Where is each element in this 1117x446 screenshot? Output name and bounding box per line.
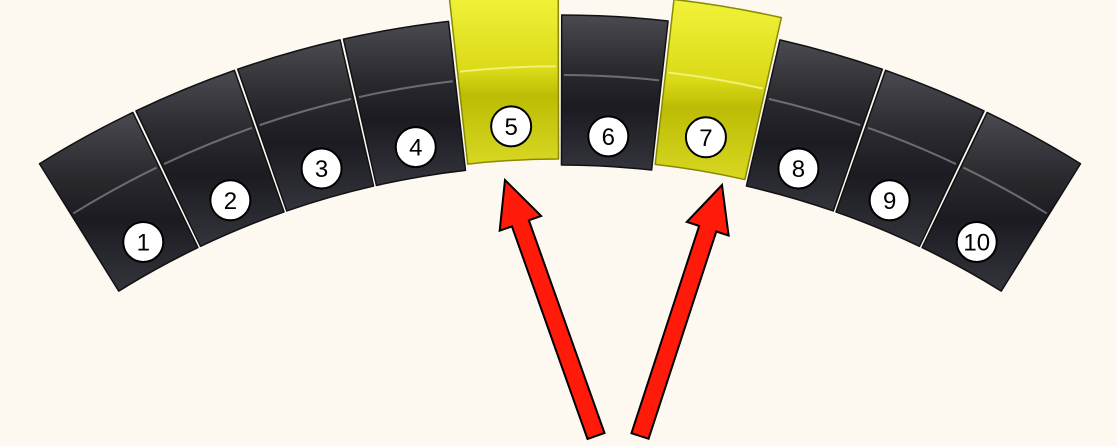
segment-1-ridge [72,166,158,215]
segment-10-label: 10 [963,229,990,256]
segment-10-label-circle [955,220,998,263]
segment-7: 7 [654,0,783,181]
arrow-to-segment-7 [630,182,730,441]
segment-9-label-circle [868,179,911,222]
segment-2-ridge [163,126,253,165]
segment-10: 10 [921,111,1082,292]
segment-5: 5 [448,0,560,165]
segment-1: 1 [38,111,199,292]
segment-3: 3 [236,39,375,212]
segment-5-label-circle [490,105,533,148]
segment-4: 4 [342,20,467,187]
segment-ring: 1 2 3 4 5 6 [38,0,1082,292]
segment-1-label: 1 [137,229,150,256]
segment-6-label-circle [587,115,630,158]
segment-9-label: 9 [883,188,896,215]
segment-6: 6 [560,14,669,171]
segment-4-ridge [358,80,453,99]
segment-2-label-circle [209,179,252,222]
segment-4-label: 4 [409,135,422,162]
arrows [498,177,730,441]
segment-3-ridge [259,97,352,127]
segment-7-label: 7 [699,125,712,152]
segment-9: 9 [835,69,985,248]
segment-9-ridge [867,126,957,165]
segment-8-label-circle [777,147,820,190]
segment-10-ridge [962,166,1048,215]
segment-4-label-circle [394,126,437,169]
segment-2: 2 [135,69,285,248]
segment-7-label-circle [684,116,727,159]
segment-8-label: 8 [792,156,805,183]
segment-7-ridge [668,71,764,90]
segment-8: 8 [745,39,884,212]
segment-8-ridge [768,97,861,127]
segment-5-label: 5 [504,114,517,141]
segment-6-label: 6 [602,124,615,151]
arrow-to-segment-5 [498,177,606,441]
segment-2-label: 2 [224,188,237,215]
segment-3-label: 3 [315,156,328,183]
segment-3-label-circle [300,147,343,190]
segment-5-ridge [459,65,556,73]
segment-6-ridge [564,74,660,82]
segment-1-label-circle [122,220,165,263]
